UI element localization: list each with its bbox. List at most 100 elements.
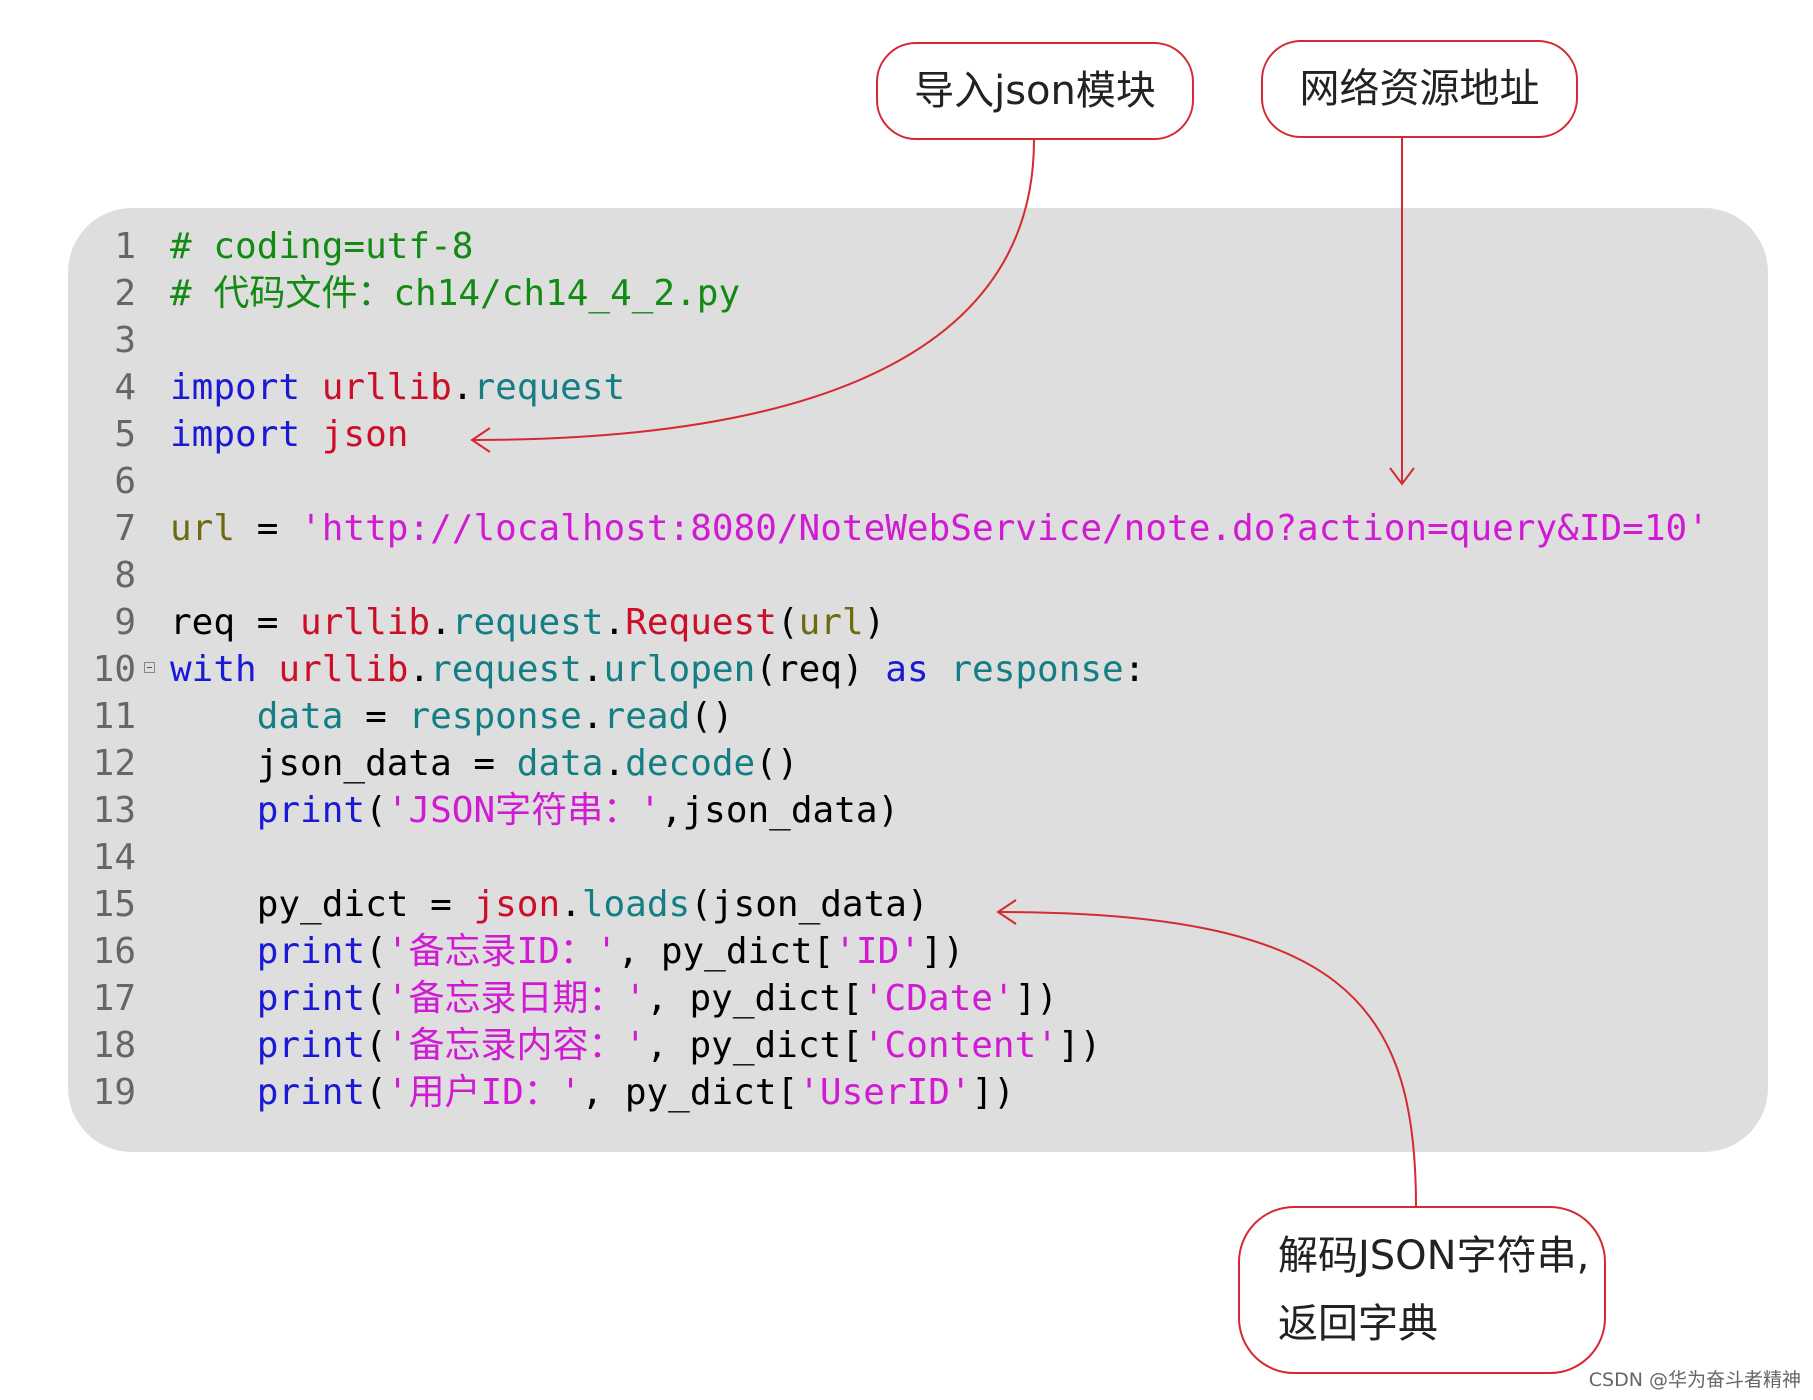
code-token: , py_dict[ [646, 1025, 863, 1066]
code-token: (req) [755, 649, 886, 690]
code-line: 6 [68, 458, 1813, 505]
code-token: ( [365, 931, 387, 972]
code-token: import [170, 367, 301, 408]
code-token: . [581, 649, 604, 690]
code-text: print('备忘录内容：', py_dict['Content']) [170, 1022, 1102, 1069]
line-number: 8 [114, 555, 136, 596]
code-line: 2# 代码文件：ch14/ch14_4_2.py [68, 270, 1813, 317]
code-token: . [581, 696, 604, 737]
code-line: 1# coding=utf-8 [68, 223, 1813, 270]
code-token: , py_dict[ [646, 978, 863, 1019]
code-line: 3 [68, 317, 1813, 364]
code-token: with [170, 649, 257, 690]
code-token: py_dict = [170, 884, 474, 925]
code-token: 'CDate' [862, 978, 1015, 1019]
code-line: 14 [68, 834, 1813, 881]
code-token: as [885, 649, 929, 690]
code-token: ) [863, 602, 886, 643]
arrow-decode-json [997, 911, 1417, 1207]
code-line: 18 print('备忘录内容：', py_dict['Content']) [68, 1022, 1813, 1069]
line-number: 5 [114, 414, 136, 455]
code-token: data [516, 743, 604, 784]
code-token: print [256, 1072, 366, 1113]
code-text: with urllib.request.urlopen(req) as resp… [170, 646, 1145, 693]
code-token: . [451, 367, 474, 408]
code-token: ( [365, 1025, 387, 1066]
code-token: ]) [971, 1072, 1015, 1113]
code-text: url = 'http://localhost:8080/NoteWebServ… [170, 505, 1709, 552]
code-token: . [430, 602, 452, 643]
code-token: . [560, 884, 582, 925]
code-text: py_dict = json.loads(json_data) [170, 881, 929, 928]
code-line: 16 print('备忘录ID：', py_dict['ID']) [68, 928, 1813, 975]
code-token: ]) [1057, 1025, 1102, 1066]
code-token: ( [776, 602, 799, 643]
code-token: print [256, 1025, 366, 1066]
callout-import-json: 导入json模块 [876, 42, 1194, 140]
code-token: loads [581, 884, 691, 925]
code-token: '用户ID：' [386, 1072, 582, 1113]
code-token: json [321, 414, 409, 455]
code-token: print [256, 931, 366, 972]
code-token: url [170, 508, 236, 549]
callout-decode-line-2: 返回字典 [1278, 1301, 1438, 1347]
code-line: 19 print('用户ID：', py_dict['UserID']) [68, 1069, 1813, 1116]
code-token: read [603, 696, 691, 737]
line-number: 6 [114, 461, 136, 502]
code-token: import [170, 414, 301, 455]
code-token: url [798, 602, 864, 643]
code-token: 'UserID' [798, 1072, 972, 1113]
code-token: # coding=utf-8 [170, 226, 474, 267]
code-token: ( [365, 978, 387, 1019]
code-line: 8 [68, 552, 1813, 599]
code-text: json_data = data.decode() [170, 740, 799, 787]
code-token: json_data = [170, 743, 517, 784]
line-number: 9 [114, 602, 136, 643]
code-token: = [235, 508, 301, 549]
code-token: = [343, 696, 409, 737]
code-token: '备忘录ID：' [386, 931, 618, 972]
code-token: () [690, 696, 734, 737]
fold-toggle-icon[interactable] [144, 662, 155, 673]
code-token: request [430, 649, 582, 690]
code-text: print('备忘录日期：', py_dict['CDate']) [170, 975, 1058, 1022]
code-token: 'Content' [862, 1025, 1058, 1066]
code-token: , py_dict[ [581, 1072, 799, 1113]
code-token: : [1123, 649, 1146, 690]
code-token: urlopen [603, 649, 756, 690]
code-token: , py_dict[ [617, 931, 835, 972]
line-number: 11 [92, 696, 136, 737]
code-line: 17 print('备忘录日期：', py_dict['CDate']) [68, 975, 1813, 1022]
code-token: data [256, 696, 344, 737]
code-token: 'http://localhost:8080/NoteWebService/no… [300, 508, 1709, 549]
line-number: 15 [92, 884, 136, 925]
code-text: import json [170, 411, 408, 458]
code-text: # coding=utf-8 [170, 223, 473, 270]
code-token: () [755, 743, 799, 784]
code-token: request [473, 367, 626, 408]
code-text: data = response.read() [170, 693, 734, 740]
code-token: response [408, 696, 582, 737]
code-line: 15 py_dict = json.loads(json_data) [68, 881, 1813, 928]
line-number: 18 [92, 1025, 136, 1066]
code-token: ( [365, 1072, 387, 1113]
line-number: 12 [92, 743, 136, 784]
arrowhead-decode-json [996, 899, 1017, 925]
arrowhead-url-resource [1389, 467, 1415, 486]
code-token: req = [170, 602, 301, 643]
line-number: 17 [92, 978, 136, 1019]
line-number: 10 [92, 649, 136, 690]
line-number: 16 [92, 931, 136, 972]
code-token: ]) [920, 931, 965, 972]
callout-decode-json: 解码JSON字符串, 返回字典 [1238, 1206, 1606, 1374]
code-token: json [473, 884, 561, 925]
code-token: . [603, 743, 626, 784]
code-line: 10 with urllib.request.urlopen(req) as re… [68, 646, 1813, 693]
code-token: 'ID' [834, 931, 921, 972]
line-number: 19 [92, 1072, 136, 1113]
line-number: 13 [92, 790, 136, 831]
code-text: print('用户ID：', py_dict['UserID']) [170, 1069, 1015, 1116]
